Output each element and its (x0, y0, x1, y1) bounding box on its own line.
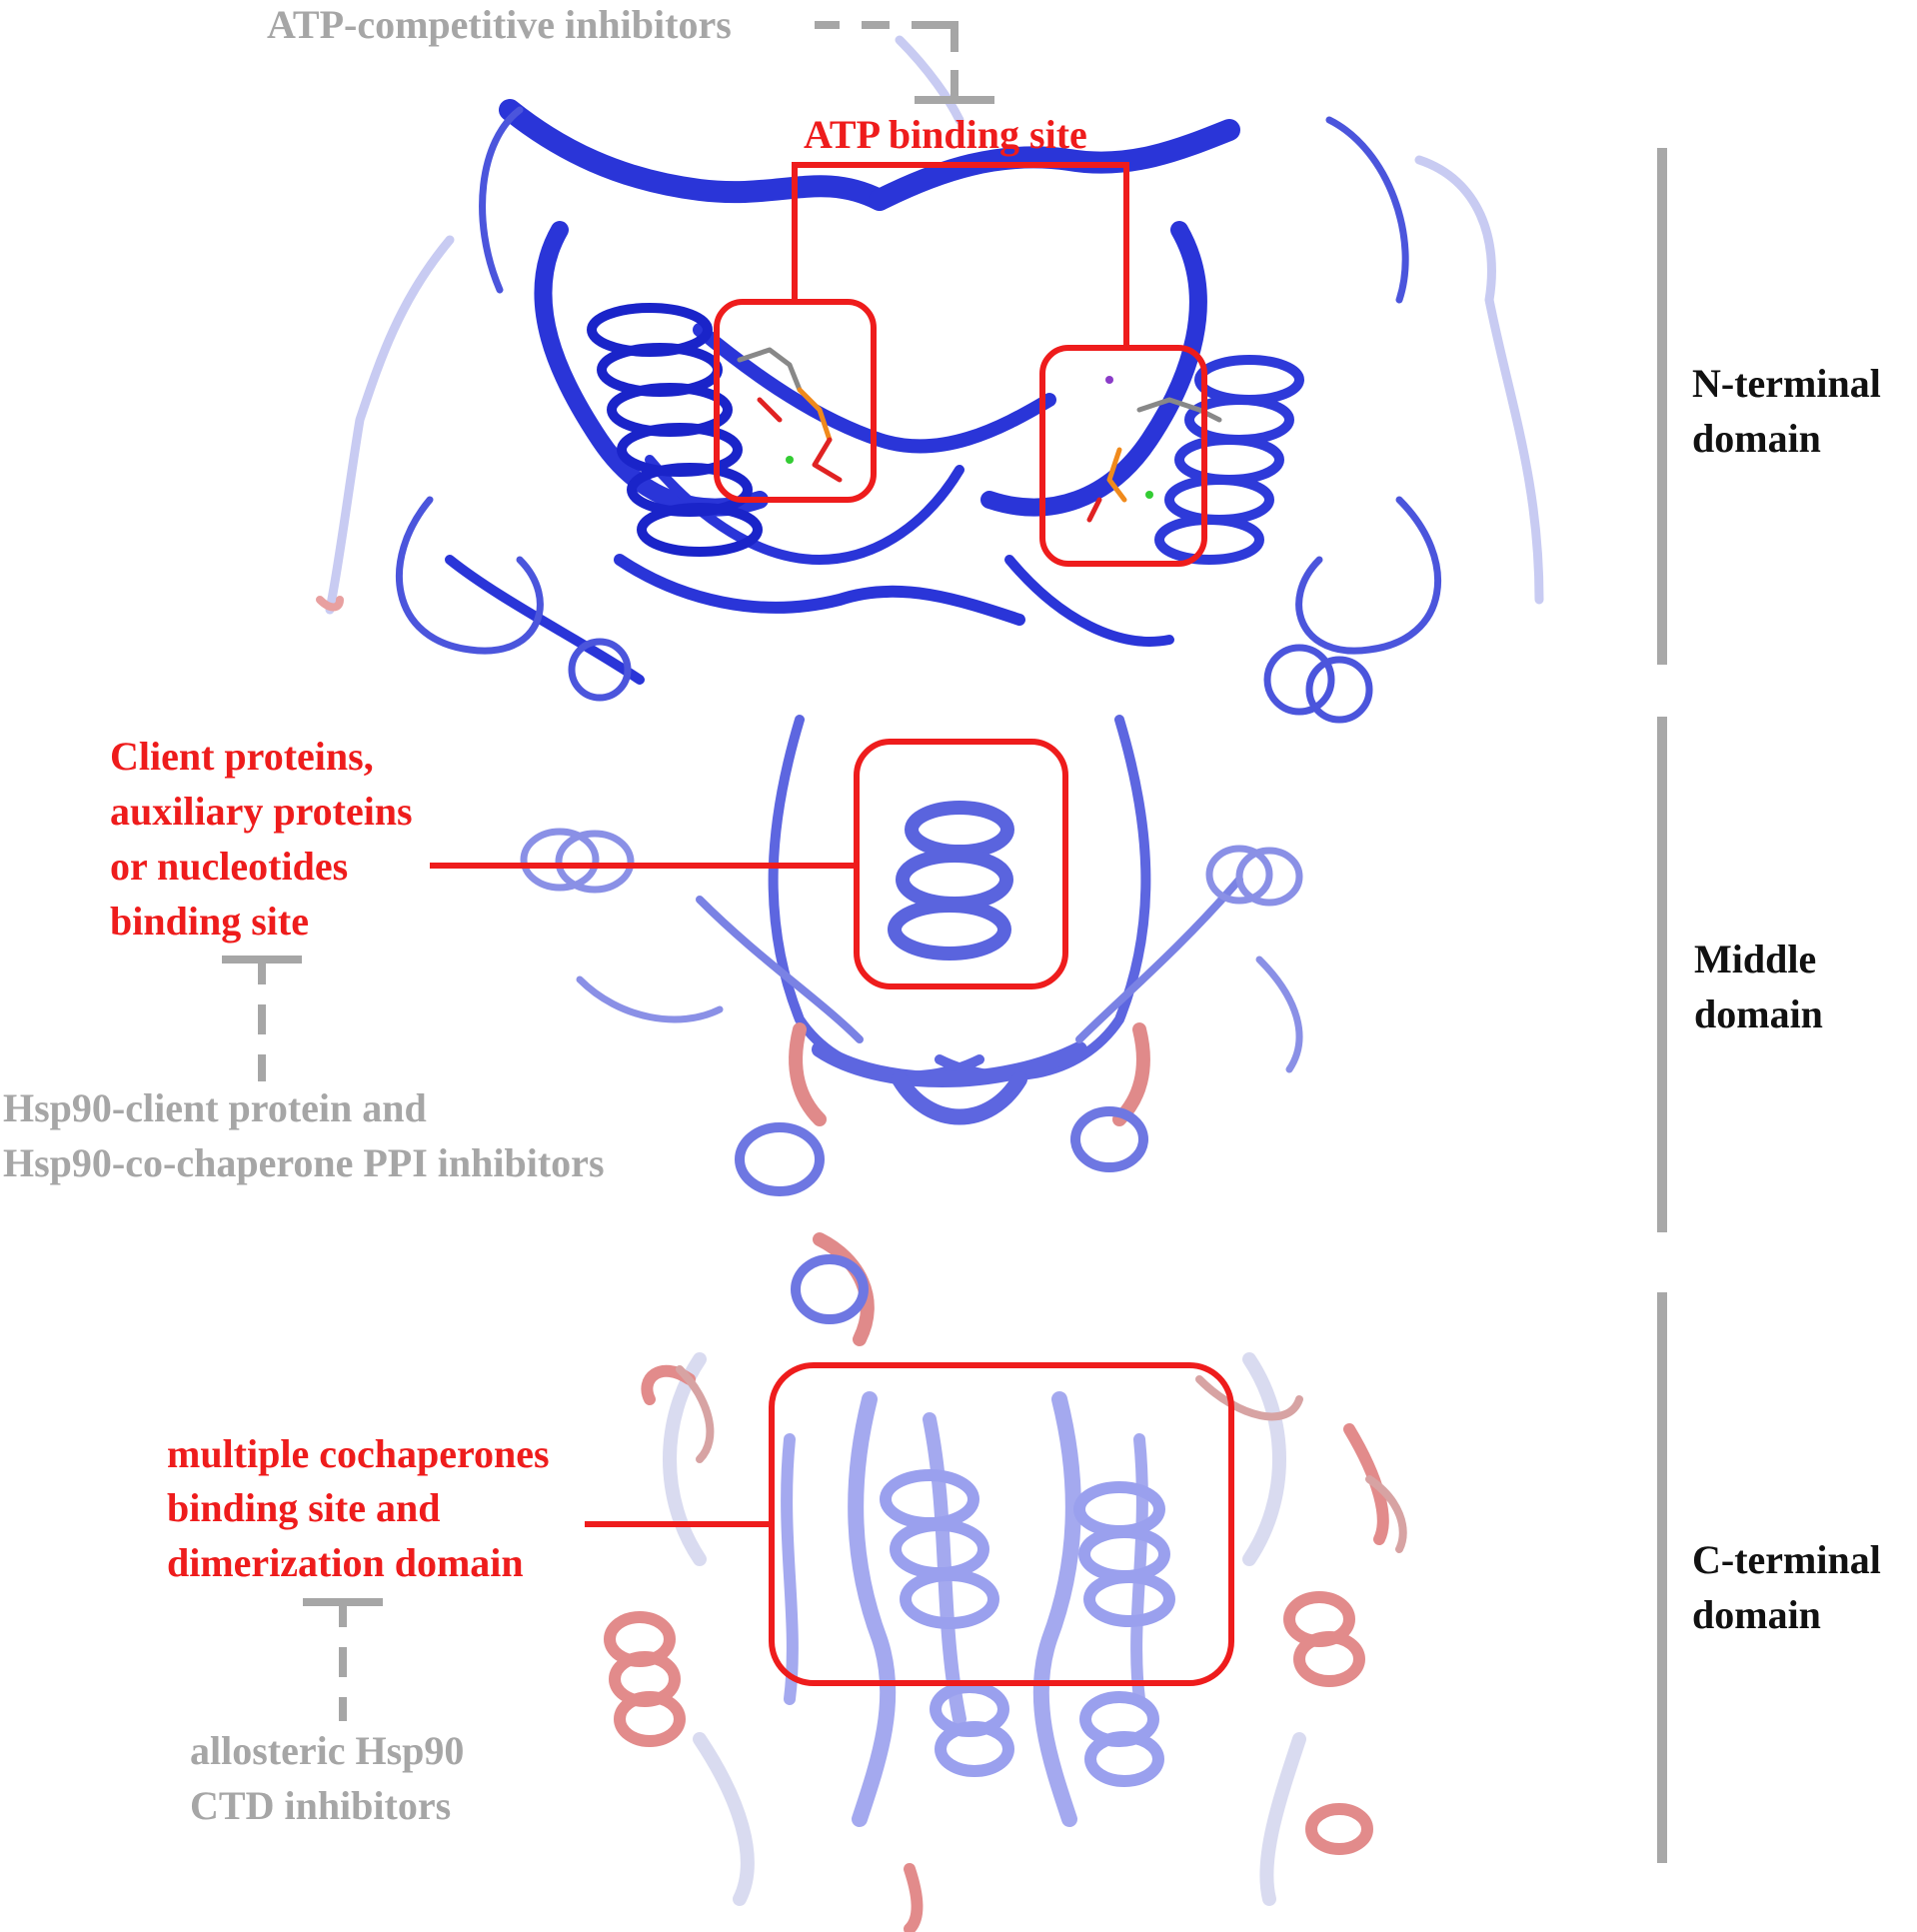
ctd-site-label-line1: multiple cochaperones (167, 1431, 550, 1476)
middle-lower-helices (735, 1106, 1148, 1324)
middle-central-helices (888, 801, 1014, 961)
ctd-site-label-line3: dimerization domain (167, 1540, 524, 1585)
atp-ligand-left (737, 347, 843, 483)
middle-domain-label-line2: domain (1694, 991, 1823, 1036)
n-terminal-domain-label-line1: N-terminal (1692, 361, 1881, 406)
site-labels: ATP binding site Client proteins, auxili… (110, 112, 1087, 1585)
middle-domain-label-line1: Middle (1694, 937, 1816, 981)
site-annotations (430, 162, 1234, 1686)
n-terminal-side-loops (396, 106, 1442, 724)
n-terminal-helices-right (1154, 355, 1304, 565)
n-terminal-helices-left (587, 303, 763, 557)
ctd-site-box (769, 1362, 1234, 1686)
ctd-inhibitors-label-line2: CTD inhibitors (190, 1783, 451, 1828)
ctd-inhibitors-label-line1: allosteric Hsp90 (190, 1728, 464, 1773)
ctd-site-label-line2: binding site and (167, 1485, 440, 1530)
atp-binding-site-label: ATP binding site (804, 112, 1087, 157)
n-terminal-ribbons (445, 99, 1240, 685)
client-site-label-line1: Client proteins, (110, 734, 374, 779)
n-terminal-domain-label-line2: domain (1692, 416, 1821, 461)
client-site-label-line3: or nucleotides (110, 844, 348, 889)
ppi-inhibitors-label-line2: Hsp90-co-chaperone PPI inhibitors (3, 1140, 605, 1185)
c-terminal-domain-label-line1: C-terminal (1692, 1537, 1881, 1582)
c-terminal-domain-label-line2: domain (1692, 1592, 1821, 1637)
atp-ligand-right (1086, 376, 1222, 523)
client-site-label-line2: auxiliary proteins (110, 789, 413, 834)
c-terminal-white-strands (663, 1352, 1306, 1906)
middle-ribbons (696, 715, 1243, 1125)
c-terminal-pink-curls (316, 596, 1407, 1553)
n-terminal-light-tails (325, 35, 1544, 615)
ppi-inhibitors-label-line1: Hsp90-client protein and (3, 1085, 427, 1130)
domain-labels: N-terminal domain Middle domain C-termin… (1692, 361, 1881, 1637)
atp-competitive-inhibitors-label: ATP-competitive inhibitors (267, 2, 732, 47)
protein-ribbon-structure (316, 35, 1544, 1932)
atp-site-bracket (792, 162, 1129, 348)
middle-side-helices (520, 828, 1303, 1073)
inhibitor-connectors (222, 21, 994, 1721)
client-site-label-line4: binding site (110, 899, 309, 944)
c-terminal-helices (880, 1469, 1175, 1787)
inhibitor-labels: ATP-competitive inhibitors Hsp90-client … (3, 2, 732, 1828)
c-terminal-salmon-helices (604, 1364, 1389, 1932)
